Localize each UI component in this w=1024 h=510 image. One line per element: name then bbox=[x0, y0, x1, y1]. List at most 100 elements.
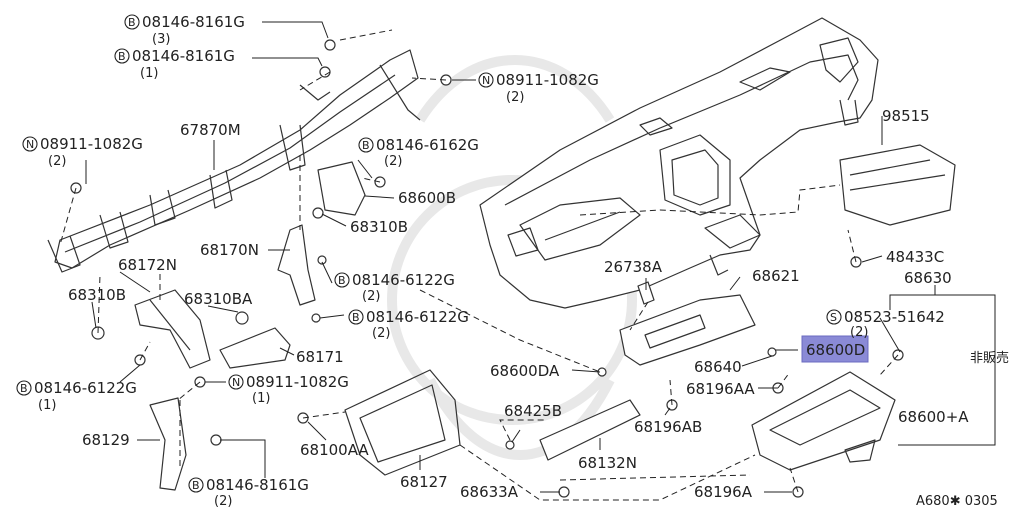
label-68621: 68621 bbox=[752, 267, 800, 285]
label-68310b-top: 68310B bbox=[350, 218, 408, 236]
bolt-symbol bbox=[334, 272, 350, 288]
label-68172n: 68172N bbox=[118, 256, 177, 274]
bracket-68172n[interactable] bbox=[134, 289, 211, 369]
lower-cover-68132n[interactable] bbox=[539, 399, 641, 461]
part-number: 08146-6122G bbox=[34, 379, 137, 397]
bolt-symbol bbox=[358, 137, 374, 153]
airbag-module-98515[interactable] bbox=[839, 144, 956, 226]
assembly-lines bbox=[59, 29, 899, 501]
quantity: (2) bbox=[384, 154, 402, 169]
callout-n-08911-1082g-right[interactable]: N 08911-1082G (2) bbox=[478, 71, 599, 105]
callout-s-08523-51642[interactable]: S 08523-51642 (2) bbox=[826, 308, 945, 340]
bolt-symbol-letter: B bbox=[352, 311, 360, 324]
callout-b-08146-6122g-a[interactable]: B 08146-6122G (2) bbox=[334, 271, 455, 304]
label-68600b: 68600B bbox=[398, 189, 456, 207]
quantity: (2) bbox=[48, 154, 66, 169]
part-number: 08146-8161G bbox=[206, 476, 309, 494]
label-68127: 68127 bbox=[400, 473, 448, 491]
quantity: (2) bbox=[506, 90, 524, 105]
callout-b-08146-8161g-2[interactable]: B 08146-8161G (1) bbox=[114, 47, 235, 81]
screw-symbol-letter: S bbox=[830, 311, 837, 324]
label-68310b-left: 68310B bbox=[68, 286, 126, 304]
label-68100aa: 68100AA bbox=[300, 441, 369, 459]
label-68600a: 68600+A bbox=[898, 408, 969, 426]
label-68171: 68171 bbox=[296, 348, 344, 366]
highlight-68600d bbox=[801, 335, 869, 363]
nut-symbol-letter: N bbox=[232, 376, 240, 389]
bolt-symbol-letter: B bbox=[118, 50, 126, 63]
callout-b-08146-8161g-top[interactable]: B 08146-8161G (3) bbox=[124, 13, 245, 47]
quantity: (2) bbox=[214, 494, 232, 509]
label-68630: 68630 bbox=[904, 269, 952, 287]
label-68425b: 68425B bbox=[504, 402, 562, 420]
callout-b-08146-8161g-bottom[interactable]: B 08146-8161G (2) bbox=[188, 476, 309, 509]
bolt-symbol bbox=[16, 380, 32, 396]
part-number: 08146-6122G bbox=[366, 308, 469, 326]
label-48433c: 48433C bbox=[886, 248, 944, 266]
bolt-symbol-letter: B bbox=[20, 382, 28, 395]
label-68132n: 68132N bbox=[578, 454, 637, 472]
part-number: 08911-1082G bbox=[40, 135, 143, 153]
label-68170n: 68170N bbox=[200, 241, 259, 259]
label-67870m: 67870M bbox=[180, 121, 241, 139]
label-68129: 68129 bbox=[82, 431, 130, 449]
bolt-symbol-letter: B bbox=[128, 16, 136, 29]
part-number: 08146-6122G bbox=[352, 271, 455, 289]
leader-lines bbox=[85, 21, 996, 493]
nut-symbol bbox=[22, 136, 38, 152]
callout-b-08146-6122g-b[interactable]: B 08146-6122G (2) bbox=[348, 308, 469, 341]
label-68196aa: 68196AA bbox=[686, 380, 755, 398]
bracket-68170n[interactable] bbox=[277, 224, 316, 306]
bolt-symbol-letter: B bbox=[362, 139, 370, 152]
quantity: (2) bbox=[372, 326, 390, 341]
bolt-symbol bbox=[124, 14, 140, 30]
label-68600d: 68600D bbox=[806, 341, 865, 359]
nut-symbol bbox=[478, 72, 494, 88]
label-68196a: 68196A bbox=[694, 483, 753, 501]
part-number: 08146-8161G bbox=[142, 13, 245, 31]
label-68640: 68640 bbox=[694, 358, 742, 376]
part-number: 08523-51642 bbox=[844, 308, 945, 326]
undercover-68621[interactable] bbox=[619, 294, 756, 366]
quantity: (3) bbox=[152, 32, 170, 47]
nut-symbol bbox=[228, 374, 244, 390]
label-68196ab: 68196AB bbox=[634, 418, 702, 436]
nut-symbol-letter: N bbox=[482, 74, 490, 87]
part-number: 08146-8161G bbox=[132, 47, 235, 65]
bolt-symbol bbox=[348, 309, 364, 325]
bolt-symbol-letter: B bbox=[338, 274, 346, 287]
label-68310ba: 68310BA bbox=[184, 290, 253, 308]
not-for-sale-note: 非販売 bbox=[970, 350, 1009, 366]
bolt-symbol bbox=[188, 477, 204, 493]
bolt-symbol bbox=[114, 48, 130, 64]
callout-b-08146-6162g[interactable]: B 08146-6162G (2) bbox=[358, 136, 479, 169]
instrument-panel[interactable] bbox=[479, 17, 879, 309]
quantity: (1) bbox=[38, 398, 56, 413]
stay-68129[interactable] bbox=[149, 397, 187, 491]
label-68633a: 68633A bbox=[460, 483, 519, 501]
part-number: 08911-1082G bbox=[496, 71, 599, 89]
part-number: 08146-6162G bbox=[376, 136, 479, 154]
diagram-code: A680✱ 0305 bbox=[916, 494, 998, 509]
bolt-symbol-letter: B bbox=[192, 479, 200, 492]
steering-member-67870m[interactable] bbox=[47, 49, 421, 273]
label-26738a: 26738A bbox=[604, 258, 663, 276]
quantity: (1) bbox=[252, 391, 270, 406]
quantity: (2) bbox=[362, 289, 380, 304]
glove-box-68600a[interactable] bbox=[751, 371, 896, 471]
screw-symbol bbox=[826, 309, 842, 325]
label-68600da: 68600DA bbox=[490, 362, 560, 380]
bracket-68600b[interactable] bbox=[317, 161, 366, 216]
frame-68127[interactable] bbox=[344, 369, 461, 476]
callout-n-08911-1082g-bottom[interactable]: N 08911-1082G (1) bbox=[228, 373, 349, 406]
fasteners bbox=[70, 39, 904, 498]
callout-n-08911-1082g-left[interactable]: N 08911-1082G (2) bbox=[22, 135, 143, 169]
quantity: (1) bbox=[140, 66, 158, 81]
callout-b-08146-6122g-c[interactable]: B 08146-6122G (1) bbox=[16, 379, 137, 413]
sensor-26738a[interactable] bbox=[637, 281, 655, 305]
part-number: 08911-1082G bbox=[246, 373, 349, 391]
nut-symbol-letter: N bbox=[26, 138, 34, 151]
bracket-68171[interactable] bbox=[219, 327, 291, 369]
